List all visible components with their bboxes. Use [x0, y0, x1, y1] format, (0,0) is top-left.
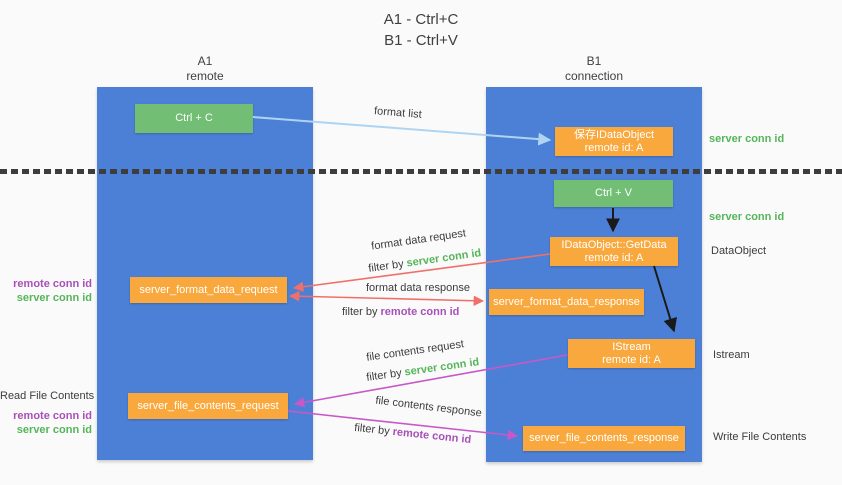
- istream-subtitle: remote id: A: [602, 353, 661, 366]
- format-data-response-arrow: [288, 291, 485, 306]
- left-remote-conn-id-label-2: remote conn id: [13, 410, 92, 422]
- right-istream-label: Istream: [713, 349, 750, 361]
- server-format-data-request-node: server_format_data_request: [130, 277, 287, 303]
- ctrl-v-label: Ctrl + V: [595, 187, 632, 199]
- ctrl-c-node: Ctrl + C: [135, 104, 253, 133]
- file-contents-response-label: file contents response: [374, 394, 483, 420]
- server-format-data-request-label: server_format_data_request: [139, 283, 278, 296]
- filter-by-remote-conn-id-label-2: filter by remote conn id: [353, 421, 472, 447]
- left-server-conn-id-label-2: server conn id: [16, 424, 92, 436]
- dotted-separator-line: [0, 169, 842, 174]
- right-server-conn-id-label-1: server conn id: [709, 133, 785, 145]
- istream-node: IStream remote id: A: [568, 339, 695, 368]
- right-write-file-contents-label: Write File Contents: [713, 431, 807, 443]
- idataobject-getdata-node: IDataObject::GetData remote id: A: [550, 237, 678, 266]
- istream-title: IStream: [612, 340, 651, 353]
- remote-conn-id-text: remote conn id: [392, 425, 472, 447]
- left-column-name: A1: [197, 54, 213, 68]
- ctrl-c-label: Ctrl + C: [175, 112, 213, 124]
- idataobject-getdata-title: IDataObject::GetData: [561, 238, 667, 251]
- server-file-contents-request-label: server_file_contents_request: [137, 399, 279, 412]
- save-idataobject-subtitle: remote id: A: [584, 141, 644, 154]
- format-list-label: format list: [373, 105, 423, 121]
- server-conn-id-text: server conn id: [405, 247, 482, 270]
- left-remote-conn-id-label-1: remote conn id: [13, 278, 92, 290]
- save-idataobject-title: 保存IDataObject: [573, 128, 655, 141]
- format-data-request-label: format data request: [370, 227, 467, 253]
- right-column-name: B1: [586, 54, 602, 68]
- ctrl-v-node: Ctrl + V: [554, 180, 673, 207]
- title-line-2: B1 - Ctrl+V: [384, 32, 458, 49]
- save-idataobject-node: 保存IDataObject remote id: A: [555, 127, 673, 156]
- server-format-data-response-node: server_format_data_response: [489, 289, 644, 315]
- left-server-conn-id-label-1: server conn id: [16, 292, 92, 304]
- filter-by-remote-conn-id-label-1: filter by remote conn id: [342, 306, 460, 318]
- right-column-role: connection: [564, 69, 624, 83]
- title-line-1: A1 - Ctrl+C: [383, 11, 459, 28]
- right-column-header: B1 connection: [486, 54, 702, 84]
- left-read-file-contents-label: Read File Contents: [0, 390, 95, 402]
- right-server-conn-id-label-2: server conn id: [709, 211, 785, 223]
- format-data-response-label: format data response: [366, 282, 470, 294]
- server-file-contents-response-node: server_file_contents_response: [523, 426, 685, 451]
- server-conn-id-text: server conn id: [403, 356, 480, 379]
- server-file-contents-response-label: server_file_contents_response: [529, 432, 679, 444]
- left-column-header: A1 remote: [97, 54, 313, 84]
- server-file-contents-request-node: server_file_contents_request: [128, 393, 288, 419]
- right-dataobject-label: DataObject: [711, 245, 767, 257]
- diagram-title: A1 - Ctrl+C B1 - Ctrl+V: [0, 9, 842, 51]
- left-column-role: remote: [186, 69, 224, 83]
- server-format-data-response-label: server_format_data_response: [493, 295, 640, 308]
- idataobject-getdata-subtitle: remote id: A: [584, 251, 644, 264]
- remote-conn-id-text: remote conn id: [380, 306, 460, 318]
